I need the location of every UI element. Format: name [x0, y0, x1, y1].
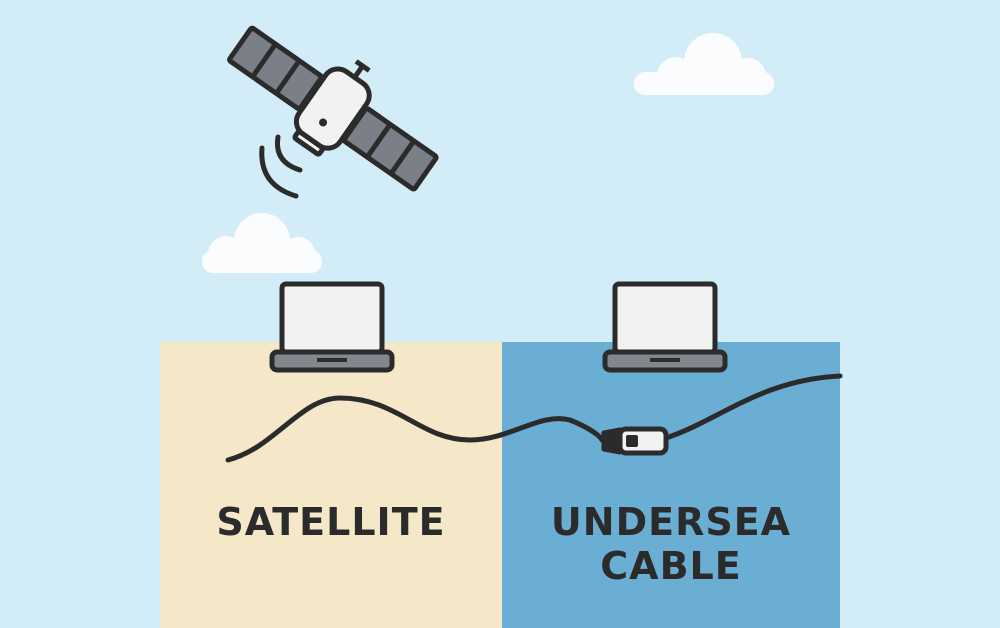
- laptop-icon: [269, 281, 395, 373]
- cable-line: [225, 373, 843, 463]
- signal-waves-icon: [259, 134, 303, 199]
- satellite-icon: [227, 25, 439, 192]
- undersea-cable-label-line2: CABLE: [600, 544, 742, 588]
- satellite-label-text: SATELLITE: [216, 500, 446, 544]
- undersea-cable-label: UNDERSEA CABLE: [502, 500, 840, 588]
- cloud-icon: [202, 213, 322, 273]
- undersea-cable-label-line1: UNDERSEA: [550, 500, 792, 544]
- cloud-icon: [634, 33, 774, 95]
- sea-panel: [502, 342, 840, 628]
- land-panel: [160, 342, 502, 628]
- satellite-label: SATELLITE: [160, 500, 502, 544]
- laptop-icon: [602, 281, 728, 373]
- cable-connector-icon: [601, 426, 669, 456]
